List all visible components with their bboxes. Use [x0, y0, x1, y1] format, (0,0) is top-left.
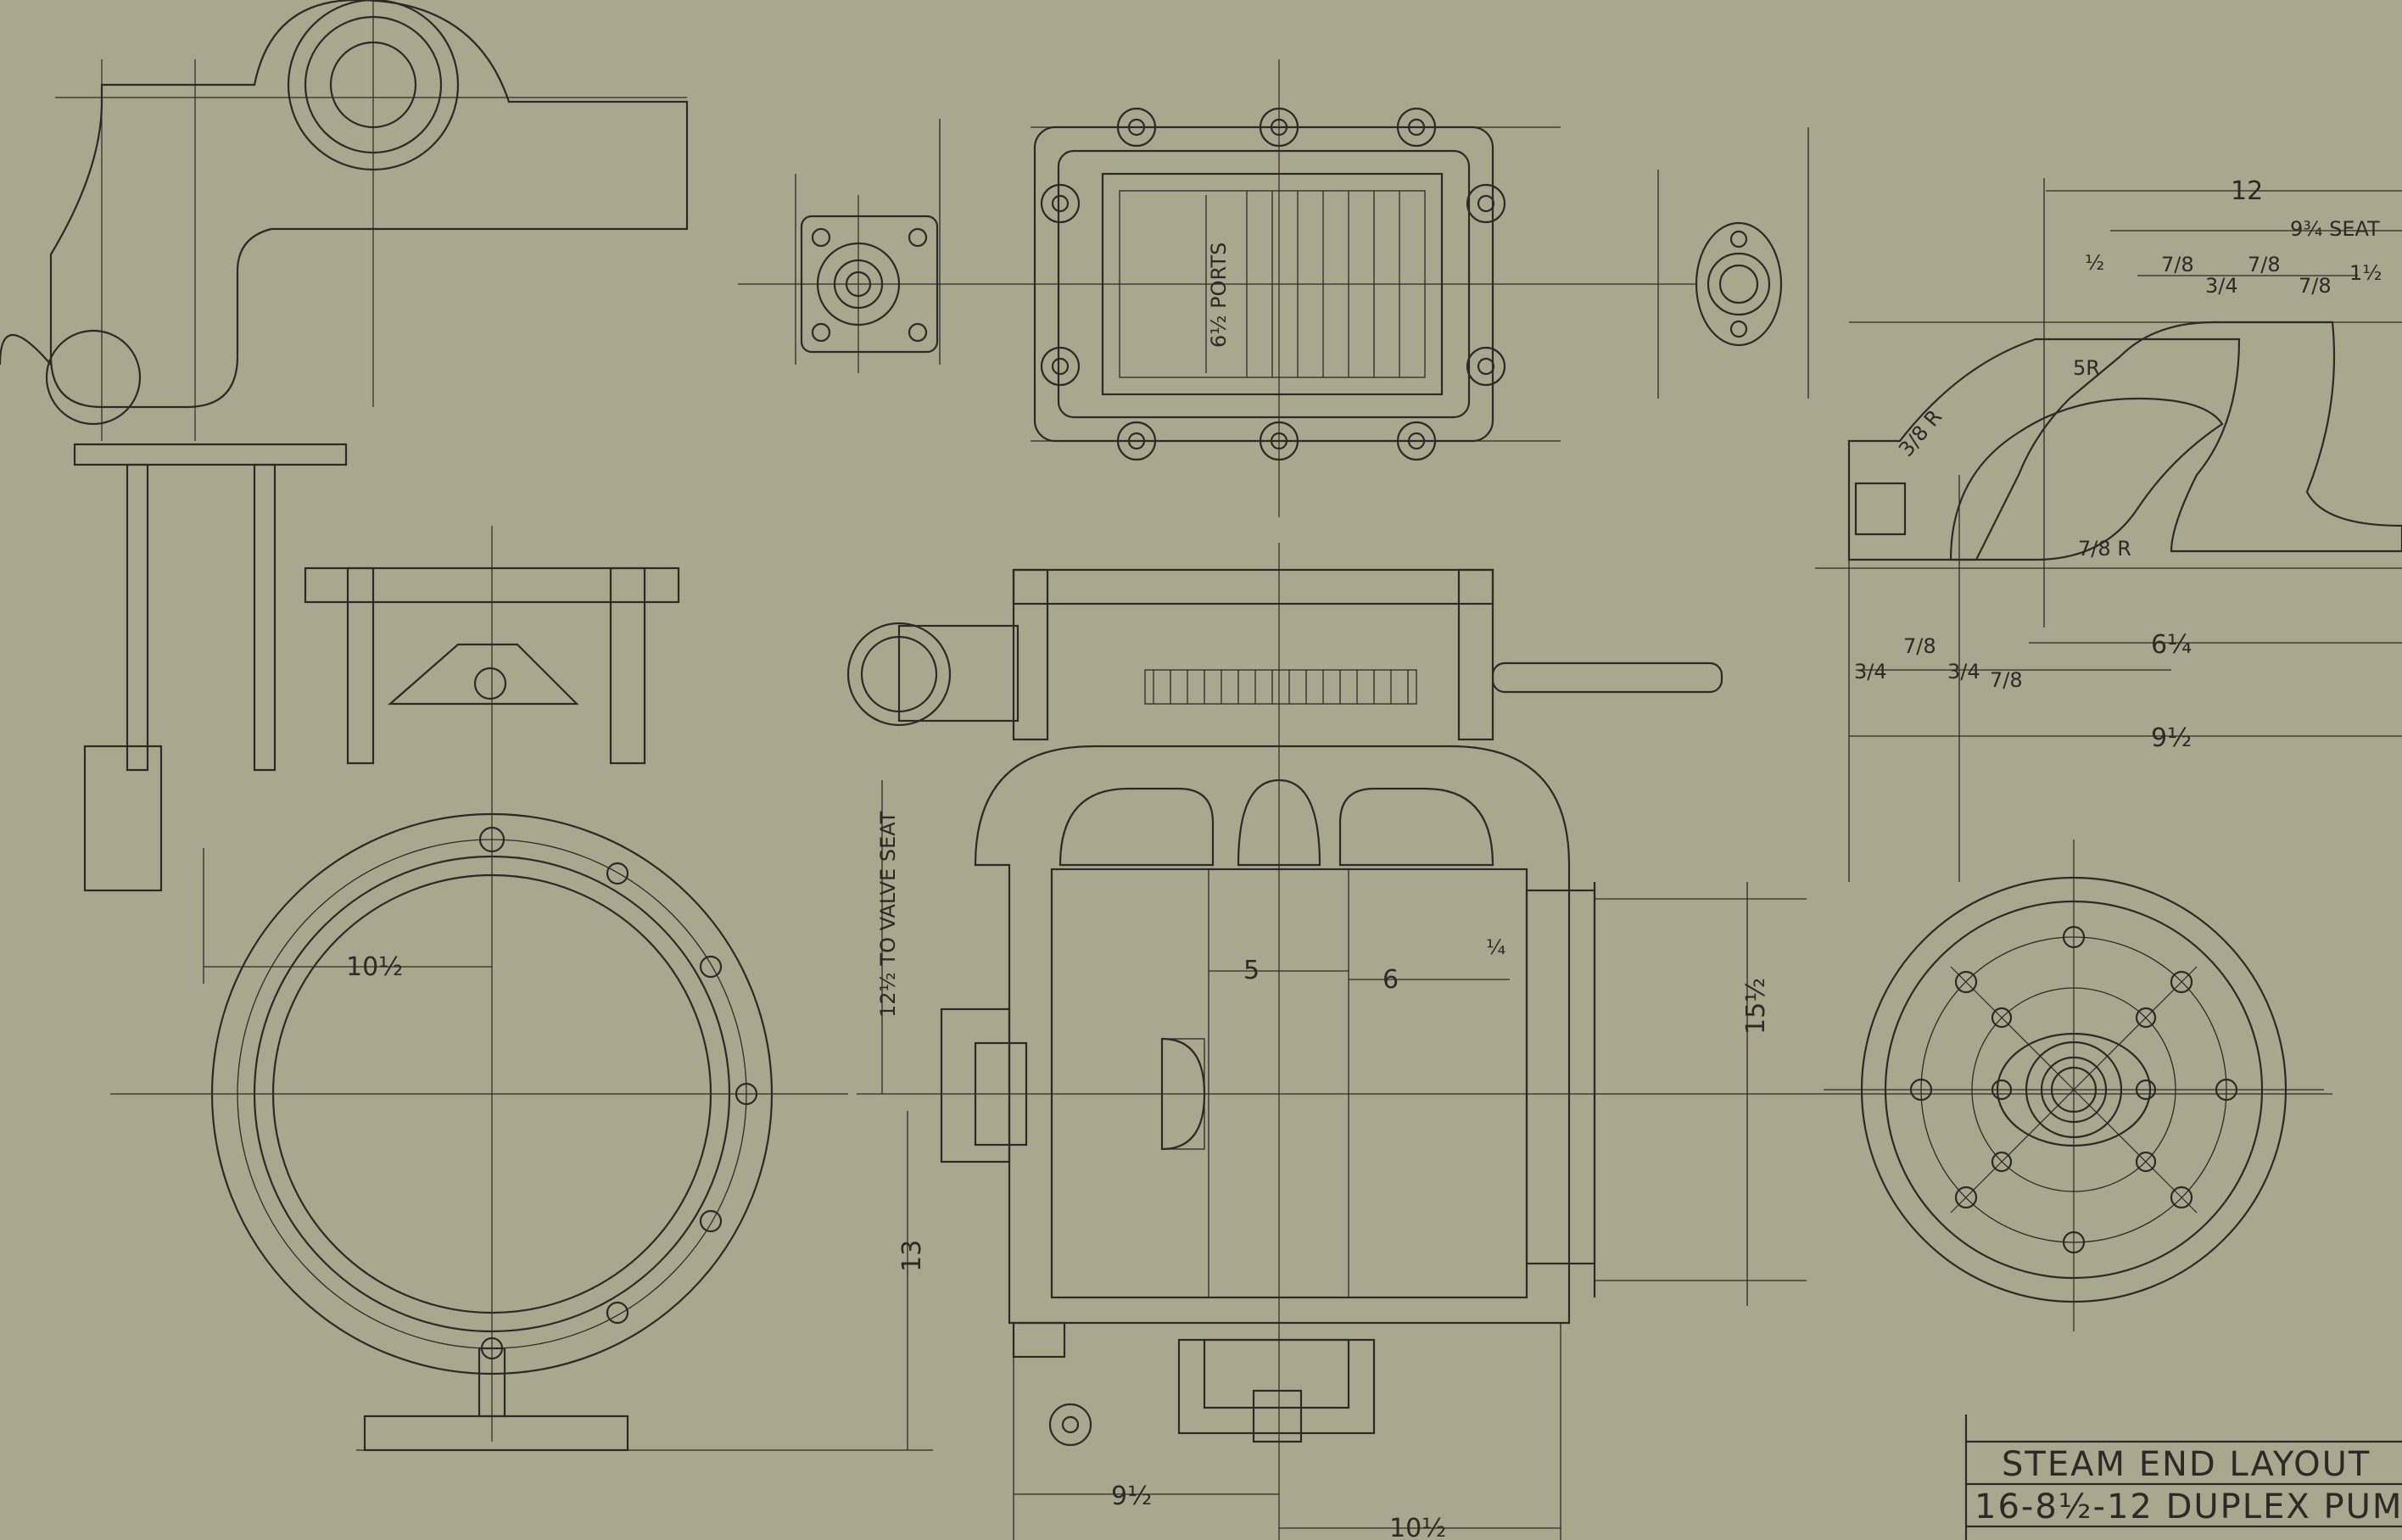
- dim-3-4-b: 3/4: [1854, 660, 1887, 684]
- dim-7-8-a: 7/8: [2161, 253, 2194, 276]
- dim-3-4-c: 3/4: [1947, 660, 1980, 684]
- dim-7-8-c: 7/8: [2299, 274, 2332, 298]
- dim-10-half-left: 10½: [346, 952, 403, 982]
- dim-10-half-bottom: 10½: [1389, 1514, 1446, 1540]
- circular-flange-view: [1824, 840, 2324, 1331]
- dim-5r: 5R: [2073, 356, 2100, 380]
- port-detail-section: 12 9¾ SEAT ½ 1½ 7/8 3/4 7/8 7/8 5R 3/8 R…: [1815, 176, 2402, 882]
- title-line-1: STEAM END LAYOUT: [2002, 1445, 2371, 1484]
- cylinder-end-view: 10½: [73, 443, 933, 1452]
- dim-9-half-right: 9½: [2151, 723, 2192, 753]
- dim-one-and-half: 1½: [2349, 261, 2382, 285]
- dim-3-8-r: 3/8 R: [1894, 405, 1947, 461]
- valve-chest-cover-plan: 6½ PORTS: [1018, 59, 1696, 517]
- dim-quarter: ¼: [1486, 935, 1505, 959]
- dim-seat: 9¾ SEAT: [2290, 217, 2380, 241]
- valve-seat-dimension: 12½ TO VALVE SEAT: [876, 811, 900, 1018]
- dim-7-8-d: 7/8: [1903, 634, 1936, 658]
- dim-6-quarter: 6¼: [2151, 630, 2192, 660]
- title-line-2: 16-8½-12 DUPLEX PUMP: [1975, 1487, 2402, 1526]
- dim-6: 6: [1383, 965, 1399, 995]
- dim-7-8-r: 7/8 R: [2078, 537, 2131, 561]
- dim-9-half-bottom: 9½: [1111, 1481, 1152, 1511]
- dim-3-4-a: 3/4: [2205, 274, 2238, 298]
- dim-7-8-e: 7/8: [1990, 668, 2023, 692]
- dim-15-half: 15½: [1741, 978, 1771, 1035]
- bracket-section-view: [0, 0, 689, 441]
- dim-12: 12: [2231, 176, 2263, 206]
- dim-5: 5: [1243, 956, 1260, 985]
- steam-cylinder-section: 12½ TO VALVE SEAT 13 5 6 ¼ 15½ 9½ 10½: [846, 543, 2332, 1540]
- oval-flange-view: [1657, 127, 1809, 399]
- small-flange-view: [738, 119, 1018, 373]
- dim-half: ½: [2085, 251, 2104, 275]
- ports-dimension-label: 6½ PORTS: [1207, 243, 1231, 348]
- title-block: STEAM END LAYOUT 16-8½-12 DUPLEX PUMP: [1964, 1414, 2402, 1540]
- dim-7-8-b: 7/8: [2248, 253, 2281, 276]
- dim-13: 13: [897, 1240, 927, 1272]
